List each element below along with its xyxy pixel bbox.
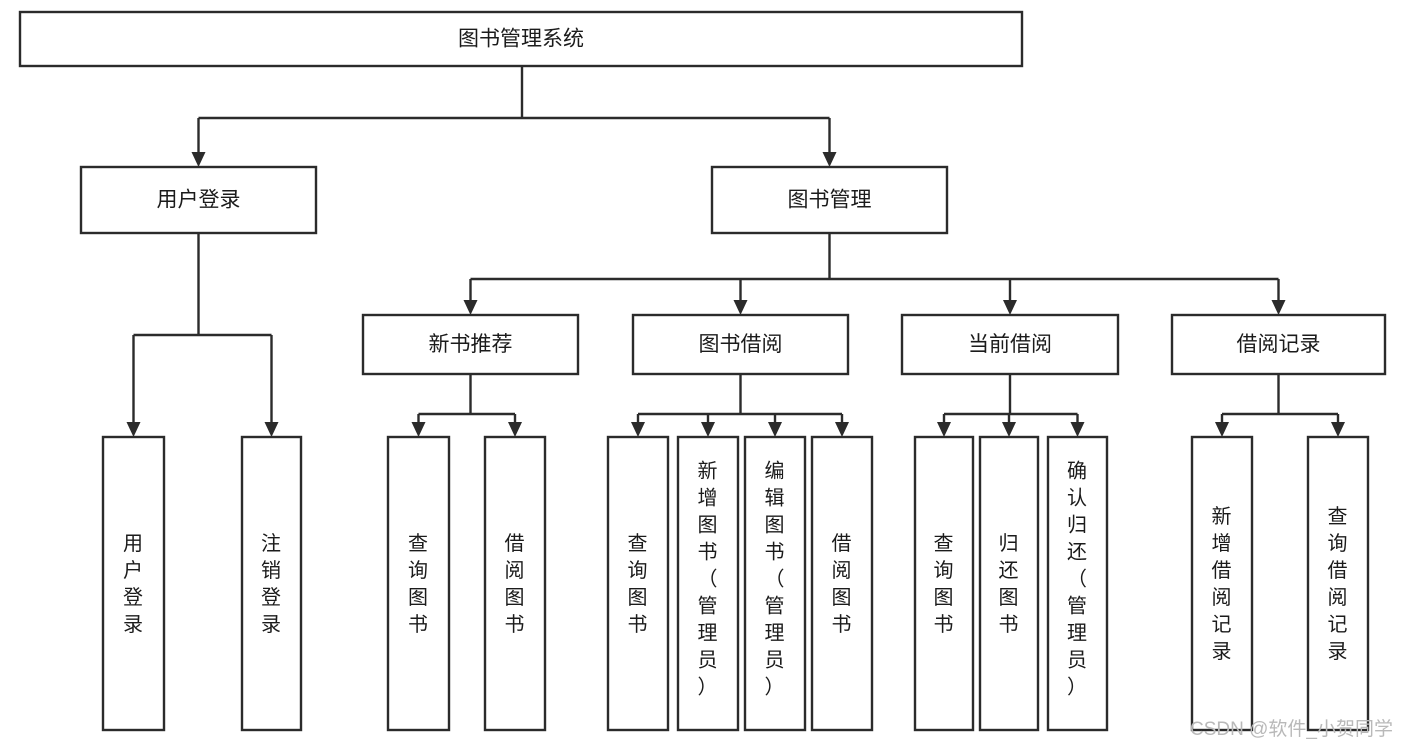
node-user-login[interactable]: 用户登录 [79, 165, 318, 235]
node-user-login-label: 用户登录 [157, 189, 241, 212]
node-leaf-edit-book-admin-box [743, 435, 807, 732]
node-new-book-recommend-label: 新书推荐 [429, 333, 513, 356]
node-leaf-borrow-book-label: 借阅图书 [832, 532, 853, 636]
node-leaf-user-login-label: 用户登录 [123, 533, 144, 636]
node-borrow-records[interactable]: 借阅记录 [1170, 313, 1387, 376]
node-leaf-logout-box [240, 435, 303, 732]
edge-borrow-records-to-leaf-query-borrow-record-arrowhead [1331, 422, 1345, 437]
node-leaf-confirm-return-admin-box [1046, 435, 1109, 732]
node-new-book-recommend-box [361, 313, 580, 376]
node-borrow-records-label: 借阅记录 [1237, 333, 1321, 356]
edge-current-borrow-to-leaf-query-book-current-arrowhead [937, 422, 951, 437]
node-leaf-borrow-book[interactable]: 借阅图书 [810, 435, 874, 732]
node-book-management-label: 图书管理 [788, 189, 872, 212]
node-leaf-user-login[interactable]: 用户登录 [101, 435, 166, 732]
edge-new-book-recommend-to-leaf-query-book-recommend-arrowhead [411, 422, 426, 437]
node-leaf-add-borrow-record[interactable]: 新增借阅记录 [1190, 435, 1254, 732]
node-leaf-query-borrow-record-box [1306, 435, 1370, 732]
node-leaf-query-book-recommend-label: 查询图书 [408, 532, 429, 636]
edge-root-to-book-management-arrowhead [822, 152, 837, 167]
node-leaf-return-book-box [978, 435, 1040, 732]
edge-current-borrow-to-leaf-confirm-return-admin-arrowhead [1070, 422, 1085, 437]
node-user-login-box [79, 165, 318, 235]
node-leaf-edit-book-admin-label: 编辑图书（管理员） [765, 460, 786, 699]
edge-bm-to-book-borrow-arrowhead [733, 300, 748, 315]
node-leaf-query-book-current-label: 查询图书 [934, 532, 955, 636]
node-leaf-add-borrow-record-label: 新增借阅记录 [1212, 505, 1233, 663]
edge-bm-to-current-borrow-arrowhead [1003, 300, 1017, 315]
node-new-book-recommend[interactable]: 新书推荐 [361, 313, 580, 376]
node-current-borrow[interactable]: 当前借阅 [900, 313, 1120, 376]
node-leaf-borrow-book-box [810, 435, 874, 732]
node-book-management[interactable]: 图书管理 [710, 165, 949, 235]
node-borrow-records-box [1170, 313, 1387, 376]
edge-book-borrow-to-leaf-add-book-admin-arrowhead [701, 422, 715, 437]
node-leaf-logout[interactable]: 注销登录 [240, 435, 303, 732]
connectors-layer [126, 66, 1345, 437]
node-book-borrow-label: 图书借阅 [699, 333, 783, 356]
node-book-management-box [710, 165, 949, 235]
node-leaf-return-book[interactable]: 归还图书 [978, 435, 1040, 732]
nodes-layer: 图书管理系统用户登录图书管理新书推荐图书借阅当前借阅借阅记录用户登录注销登录查询… [18, 10, 1387, 732]
node-leaf-query-book-recommend[interactable]: 查询图书 [386, 435, 451, 732]
csdn-watermark: CSDN @软件_小贺同学 [1190, 718, 1393, 740]
node-leaf-query-book-current[interactable]: 查询图书 [913, 435, 975, 732]
node-leaf-add-book-admin-box [676, 435, 740, 732]
node-leaf-query-book-borrow-box [606, 435, 670, 732]
node-leaf-confirm-return-admin[interactable]: 确认归还（管理员） [1046, 435, 1109, 732]
node-leaf-query-borrow-record-label: 查询借阅记录 [1328, 505, 1349, 663]
edge-book-borrow-to-leaf-borrow-book-arrowhead [835, 422, 849, 437]
node-leaf-query-book-recommend-box [386, 435, 451, 732]
edge-book-borrow-to-leaf-edit-book-admin-arrowhead [768, 422, 782, 437]
edge-user-login-to-leaf-logout-arrowhead [264, 422, 279, 437]
edge-new-book-recommend-to-leaf-borrow-book-recommend-arrowhead [508, 422, 522, 437]
node-leaf-borrow-book-recommend-label: 借阅图书 [505, 532, 526, 636]
node-leaf-confirm-return-admin-label: 确认归还（管理员） [1067, 460, 1088, 699]
node-leaf-add-book-admin-label: 新增图书（管理员） [698, 460, 719, 699]
edge-current-borrow-to-leaf-return-book-arrowhead [1002, 422, 1016, 437]
node-leaf-query-book-borrow-label: 查询图书 [628, 532, 649, 636]
node-leaf-logout-label: 注销登录 [261, 532, 282, 636]
node-root-label: 图书管理系统 [458, 28, 584, 51]
node-book-borrow[interactable]: 图书借阅 [631, 313, 850, 376]
node-root[interactable]: 图书管理系统 [18, 10, 1024, 68]
edge-book-borrow-to-leaf-query-book-borrow-arrowhead [631, 422, 645, 437]
node-leaf-query-book-current-box [913, 435, 975, 732]
node-leaf-return-book-label: 归还图书 [999, 532, 1020, 636]
node-current-borrow-label: 当前借阅 [968, 333, 1052, 356]
edge-borrow-records-to-leaf-add-borrow-record-arrowhead [1215, 422, 1229, 437]
node-leaf-add-book-admin[interactable]: 新增图书（管理员） [676, 435, 740, 732]
edge-user-login-to-leaf-user-login-arrowhead [126, 422, 141, 437]
node-leaf-add-borrow-record-box [1190, 435, 1254, 732]
edge-root-to-user-login-arrowhead [191, 152, 206, 167]
node-leaf-query-book-borrow[interactable]: 查询图书 [606, 435, 670, 732]
node-leaf-user-login-box [101, 435, 166, 732]
edge-bm-to-borrow-records-arrowhead [1271, 300, 1286, 315]
node-leaf-borrow-book-recommend-box [483, 435, 547, 732]
node-leaf-borrow-book-recommend[interactable]: 借阅图书 [483, 435, 547, 732]
node-leaf-query-borrow-record[interactable]: 查询借阅记录 [1306, 435, 1370, 732]
node-book-borrow-box [631, 313, 850, 376]
node-current-borrow-box [900, 313, 1120, 376]
edge-bm-to-new-book-recommend-arrowhead [463, 300, 478, 315]
node-leaf-edit-book-admin[interactable]: 编辑图书（管理员） [743, 435, 807, 732]
node-root-box [18, 10, 1024, 68]
